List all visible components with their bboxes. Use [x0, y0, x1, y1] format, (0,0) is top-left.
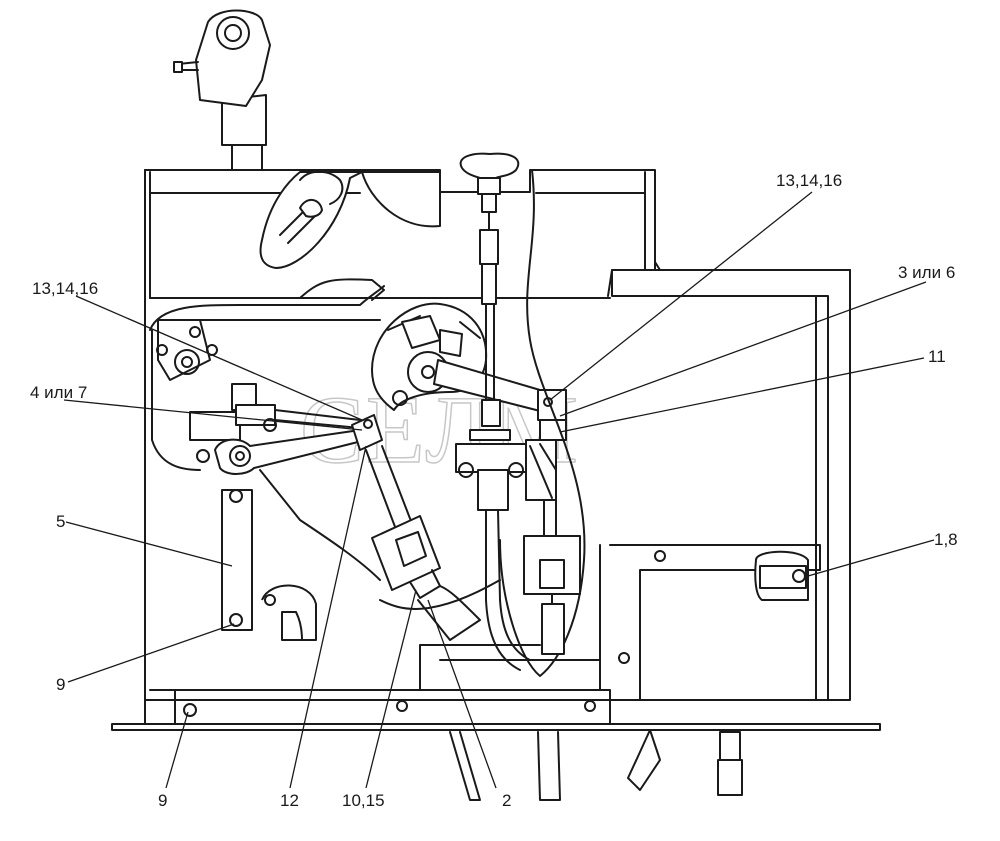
left-lever-assembly: [149, 278, 385, 581]
right-rod: [499, 169, 586, 677]
callout-9-left: 9: [56, 675, 65, 694]
callout-12: 12: [280, 791, 299, 810]
housing: [111, 169, 881, 801]
callout-4-ili-7: 4 или 7: [30, 383, 87, 402]
central-pulley: [371, 302, 567, 441]
callout-9-bottom: 9: [158, 791, 167, 810]
callout-5: 5: [56, 512, 65, 531]
callout-1-8: 1,8: [934, 530, 958, 549]
callout-13-14-16-right: 13,14,16: [776, 171, 842, 190]
callout-13-14-16-left: 13,14,16: [32, 279, 98, 298]
callout-11: 11: [928, 347, 946, 366]
callout-3-ili-6: 3 или 6: [898, 263, 955, 282]
slot-plate: [221, 489, 317, 641]
callout-2: 2: [502, 791, 511, 810]
fasteners: [183, 550, 666, 717]
right-bolt-block: [754, 550, 809, 601]
callout-labels: 13,14,16 13,14,16 3 или 6 11 4 или 7 5 1…: [30, 171, 958, 810]
leader-lines: [63, 191, 935, 789]
control-lever-handle: [173, 9, 271, 171]
cable-arm: [351, 414, 501, 641]
central-cable: [455, 152, 531, 671]
callout-10-15: 10,15: [342, 791, 385, 810]
